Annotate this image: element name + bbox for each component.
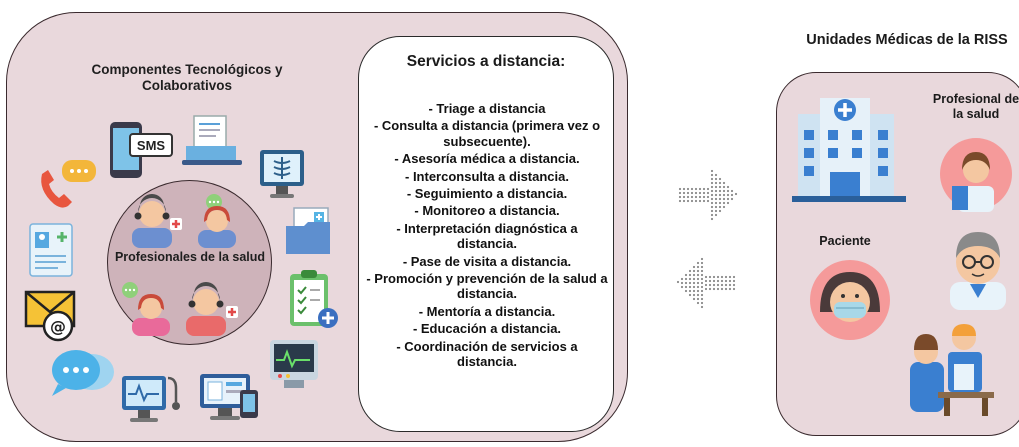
headset-nurse-icon	[122, 282, 170, 336]
medical-record-icon	[29, 223, 73, 277]
list-item: - Interconsulta a distancia.	[405, 168, 569, 184]
vital-signs-monitor-icon	[270, 340, 318, 388]
patient-label: Paciente	[819, 234, 871, 248]
masked-patient-icon	[810, 260, 890, 340]
services-title: Servicios a distancia:	[406, 53, 566, 70]
desktop-documents-icon	[200, 374, 258, 420]
professional-label: Profesional de la salud	[932, 92, 1019, 121]
professionals-label: Profesionales de la salud	[114, 250, 266, 264]
clipboard-checklist-icon	[290, 270, 338, 328]
medical-folder-icon	[286, 207, 330, 254]
heartbeat-monitor-icon	[122, 376, 180, 422]
sms-phone-icon: SMS	[110, 122, 173, 178]
units-title: Unidades Médicas de la RISS	[806, 32, 1008, 48]
phone-chat-icon	[41, 160, 96, 208]
consultation-icon	[910, 324, 994, 416]
headset-doctor-icon	[132, 194, 182, 248]
hospital-icon	[792, 98, 906, 202]
list-item: - Triage a distancia	[428, 101, 546, 116]
chat-bubble-icon	[52, 350, 114, 396]
services-list: - Triage a distancia - Consulta a distan…	[365, 101, 609, 372]
services-panel: Servicios a distancia: - Triage a distan…	[358, 36, 614, 432]
headset-nurse-icon	[198, 194, 236, 248]
list-item: - Mentoría a distancia.	[418, 303, 556, 319]
xray-monitor-icon	[260, 150, 304, 198]
list-item: - Seguimiento a distancia.	[406, 186, 568, 202]
list-item: - Asesoría médica a distancia.	[394, 151, 580, 167]
female-doctor-icon	[940, 138, 1012, 212]
laptop-document-icon	[182, 115, 242, 165]
list-item: - Pase de visita a distancia.	[402, 253, 572, 269]
svg-text:@: @	[50, 317, 66, 336]
list-item: - Coordinación de servicios a distancia.	[396, 338, 578, 370]
list-item: - Promoción y prevención de la salud a d…	[366, 271, 608, 302]
list-item: - Educación a distancia.	[412, 321, 562, 337]
components-title: Componentes Tecnológicos y Colaborativos	[91, 62, 283, 93]
list-item: - Interpretación diagnóstica a distancia…	[396, 220, 578, 252]
dotted-arrow-right-icon	[678, 169, 738, 221]
headset-doctor-icon	[186, 282, 238, 336]
sms-label: SMS	[137, 138, 166, 153]
list-item: - Consulta a distancia (primera vez o su…	[373, 118, 601, 149]
list-item: - Monitoreo a distancia.	[414, 203, 560, 219]
email-icon: @	[24, 290, 76, 342]
male-doctor-icon	[950, 232, 1006, 310]
dotted-arrow-left-icon	[676, 257, 736, 309]
